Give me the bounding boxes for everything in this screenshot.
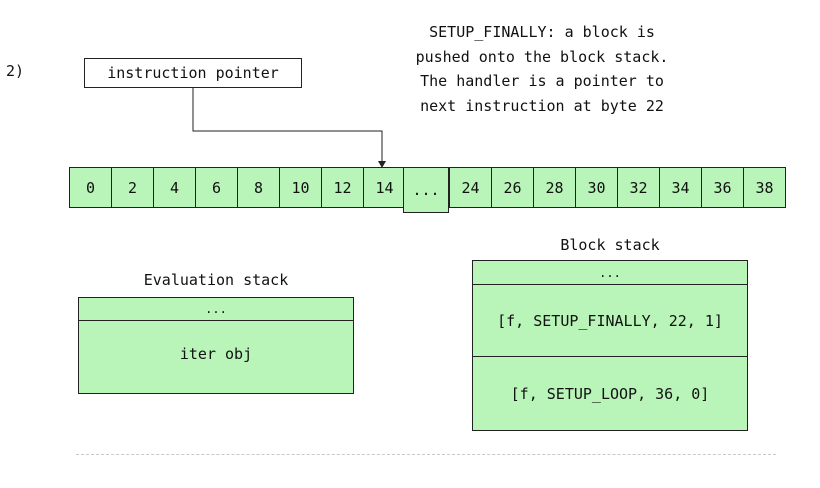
- block-stack-entry-setup-loop: [f, SETUP_LOOP, 36, 0]: [510, 384, 710, 403]
- bytecode-cell-34: 34: [659, 167, 702, 208]
- evaluation-stack-title: Evaluation stack: [143, 271, 289, 289]
- bytecode-cell-28: 28: [533, 167, 576, 208]
- bytecode-cell-0: 0: [69, 167, 112, 208]
- block-stack-title: Block stack: [560, 236, 660, 254]
- bytecode-cell-10: 10: [279, 167, 322, 208]
- bytecode-cell-30: 30: [575, 167, 618, 208]
- bytecode-gap-cell: ...: [403, 167, 449, 213]
- instruction-pointer-label: instruction pointer: [107, 64, 279, 82]
- block-stack-ellipsis: ...: [473, 261, 747, 285]
- bytecode-cell-26: 26: [491, 167, 534, 208]
- bytecode-cell-2: 2: [111, 167, 154, 208]
- bytecode-cell-8: 8: [237, 167, 280, 208]
- evaluation-stack-ellipsis: ...: [79, 298, 353, 321]
- bytecode-cell-12: 12: [321, 167, 364, 208]
- bytecode-cell-4: 4: [153, 167, 196, 208]
- bytecode-cell-32: 32: [617, 167, 660, 208]
- evaluation-stack: ... iter obj: [78, 297, 354, 394]
- arrow-head-icon: [378, 161, 386, 168]
- setup-finally-caption: SETUP_FINALLY: a block is pushed onto th…: [415, 23, 669, 115]
- bytecode-cell-24: 24: [449, 167, 492, 208]
- step-label: 2): [6, 62, 25, 80]
- bytecode-cell-38: 38: [743, 167, 786, 208]
- bytecode-cell-36: 36: [701, 167, 744, 208]
- block-stack-entry-setup-finally: [f, SETUP_FINALLY, 22, 1]: [473, 285, 747, 357]
- separator-line: [76, 454, 776, 455]
- block-stack: ... [f, SETUP_FINALLY, 22, 1] [f, SETUP_…: [472, 260, 748, 431]
- bytecode-cell-6: 6: [195, 167, 238, 208]
- bytecode-cell-14: 14: [363, 167, 406, 208]
- evaluation-stack-item-iter-obj: iter obj: [179, 344, 253, 363]
- instruction-pointer-box: instruction pointer: [84, 58, 302, 88]
